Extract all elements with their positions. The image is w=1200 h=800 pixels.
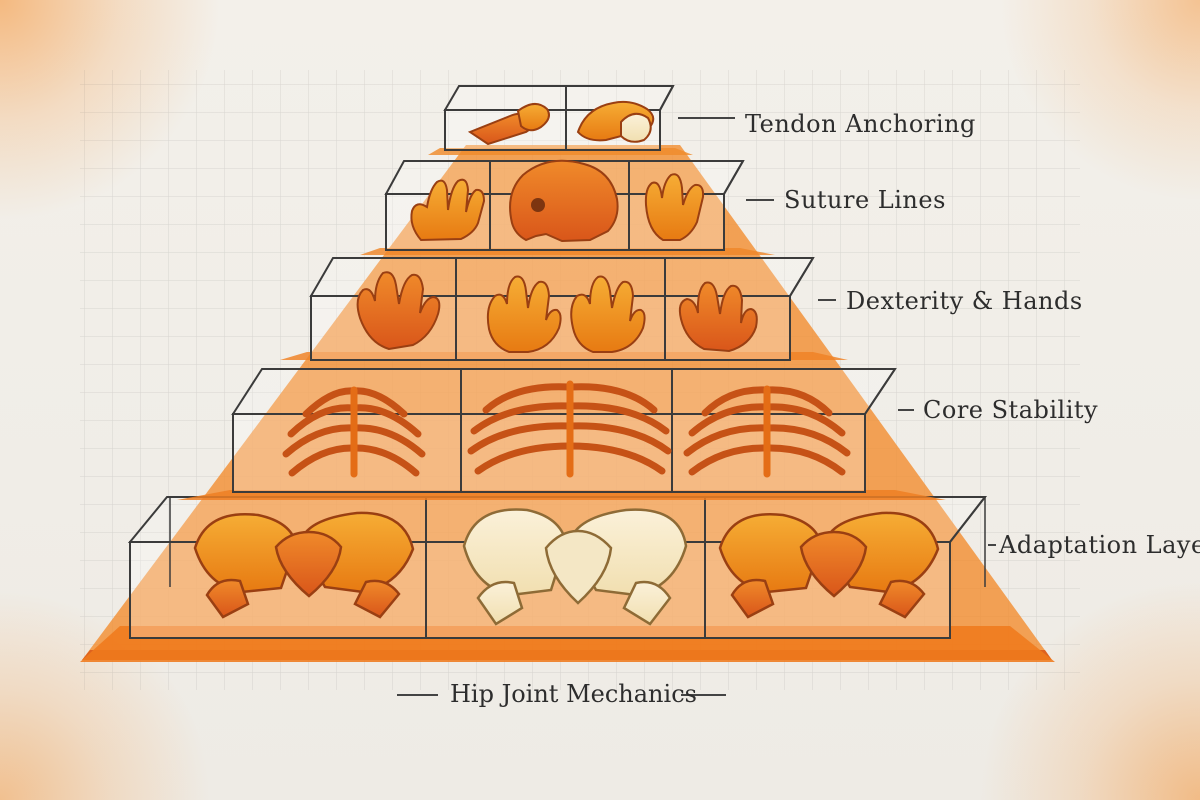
level-5-pelvis-middle (462, 508, 688, 626)
level-1-label: Tendon Anchoring (745, 110, 976, 138)
level-5-divider-5 (949, 496, 986, 543)
level-1-divider-side (659, 85, 674, 111)
level-1-bone-left (467, 103, 550, 146)
level-5-platform (80, 626, 1055, 662)
level-5-pelvis-right (718, 511, 940, 619)
level-3-hand-middle-1 (486, 275, 562, 353)
base-label: Hip Joint Mechanics (450, 680, 697, 708)
level-5-pelvis-left (193, 511, 415, 619)
level-4-ribcage-left (282, 386, 426, 478)
level-4-ribcage-right (683, 385, 851, 478)
level-5-label: Adaptation Layers (999, 531, 1200, 559)
level-3-hand-middle-2 (570, 275, 646, 353)
level-3-label: Dexterity & Hands (846, 287, 1083, 315)
level-3-hand-left (356, 271, 441, 351)
level-4-divider-3 (864, 368, 896, 415)
label-leaders (397, 117, 996, 696)
level-2-divider-3 (723, 160, 744, 195)
level-4-label: Core Stability (923, 396, 1099, 424)
level-1-bone-right (576, 100, 655, 143)
level-2-hand-right (644, 173, 705, 241)
level-4-ribcage-middle (467, 380, 672, 478)
level-3-divider-3 (789, 257, 814, 297)
level-3-platform (280, 352, 848, 360)
level-2-hand-left (410, 178, 486, 242)
level-2-label: Suture Lines (784, 186, 946, 214)
level-2-skull (509, 159, 619, 243)
level-3-hand-right (678, 281, 758, 353)
